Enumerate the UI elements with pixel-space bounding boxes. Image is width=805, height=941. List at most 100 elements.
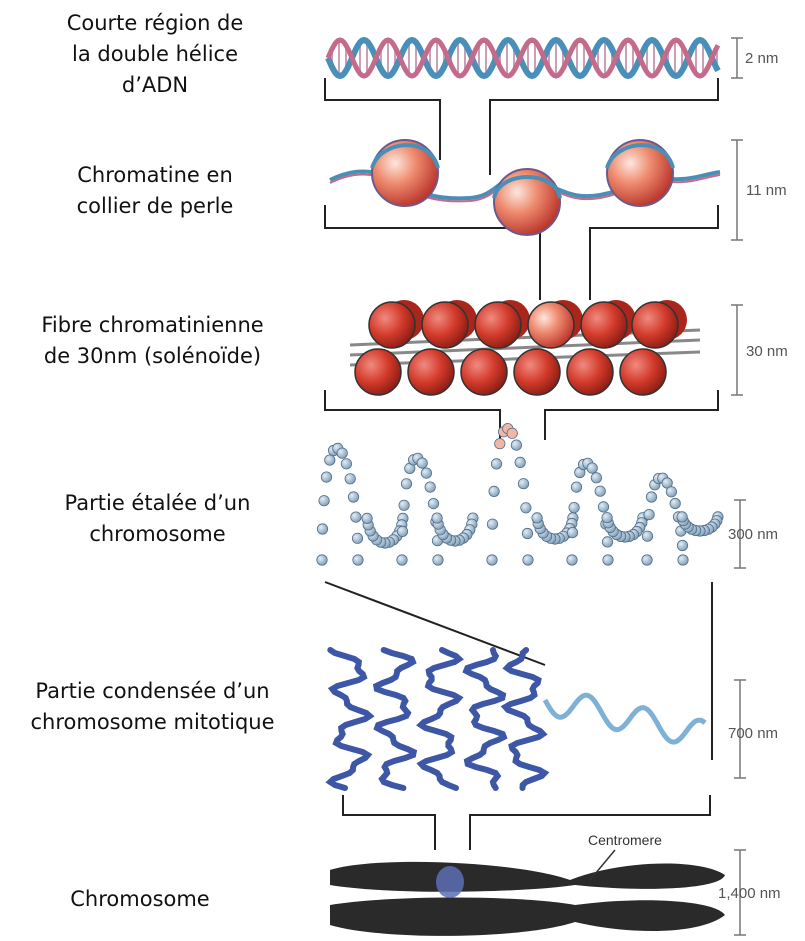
chromatin-bead [666, 487, 676, 497]
chromatin-bead [352, 533, 362, 543]
coiled-fiber [376, 650, 413, 788]
connector-fiber-right [545, 390, 718, 440]
chromatin-bead [495, 439, 505, 449]
chromatin-bead [598, 502, 608, 512]
centromere-label: Centromere [588, 832, 662, 848]
chromatin-bead [507, 428, 517, 438]
chromatin-bead [401, 479, 411, 489]
condensed-chromatin [330, 650, 705, 788]
chromatin-bead [521, 503, 531, 513]
chromatin-bead [428, 498, 438, 508]
chromatin-bead [399, 500, 409, 510]
chromatin-bead [417, 458, 427, 468]
chromatin-bead [678, 555, 688, 565]
nucleosome [422, 302, 468, 348]
chromatin-bead [602, 537, 612, 547]
solenoid-fiber [350, 300, 700, 395]
scale-text-300nm: 300 nm [728, 526, 778, 543]
chromatin-bead [569, 502, 579, 512]
nucleosome [567, 349, 613, 395]
scale-bar-11nm [731, 140, 743, 240]
chromatin-bead [325, 455, 335, 465]
chromatid-top [330, 862, 725, 892]
chromatin-bead [642, 555, 652, 565]
chromatin-bead [491, 459, 501, 469]
coiled-fiber [466, 650, 504, 788]
scale-text-2nm: 2 nm [745, 50, 778, 67]
chromatin-bead [523, 555, 533, 565]
chromatin-bead [425, 482, 435, 492]
scale-text-11nm: 11 nm [746, 182, 787, 199]
chromatin-bead [515, 457, 525, 467]
chromatin-bead [532, 513, 542, 523]
chromatin-bead [421, 468, 431, 478]
chromatin-bead [522, 528, 532, 538]
nucleosome [632, 302, 678, 348]
chromatid-bottom [330, 898, 725, 936]
coiled-fiber [330, 650, 369, 788]
nucleosome [620, 349, 666, 395]
connector-spread-left [325, 582, 545, 665]
unfolding-fiber [545, 695, 705, 742]
nucleosome [528, 302, 574, 348]
chromatin-bead [511, 440, 521, 450]
scale-text-700nm: 700 nm [728, 725, 778, 742]
chromatin-bead [317, 524, 327, 534]
chromatin-bead [487, 519, 497, 529]
chromatin-bead [397, 555, 407, 565]
chromatin-bead [603, 555, 613, 565]
chromatin-bead [677, 540, 687, 550]
scale-bars [731, 38, 746, 935]
connector-helix-right [490, 78, 718, 175]
chromatin-bead [591, 473, 601, 483]
nucleosome [369, 302, 415, 348]
chromatin-bead [587, 463, 597, 473]
highlighted-region [436, 866, 464, 898]
coiled-fiber [421, 650, 459, 788]
chromatin-bead [321, 472, 331, 482]
beads-on-string [330, 140, 720, 235]
chromatin-bead [317, 555, 327, 565]
nucleosome [475, 302, 521, 348]
chromatin-bead [397, 526, 407, 536]
chromatin-bead [319, 496, 329, 506]
nucleosome [408, 349, 454, 395]
chromatin-bead [644, 509, 654, 519]
nucleosome [355, 349, 401, 395]
dna-double-helix [328, 40, 718, 76]
connector-beads-right [590, 205, 718, 300]
chromatin-bead [337, 448, 347, 458]
chromatin-bead [571, 482, 581, 492]
chromatin-bead [646, 492, 656, 502]
chromatin-bead [362, 513, 372, 523]
chromatin-bead [567, 555, 577, 565]
extended-chromatin-loops [317, 423, 723, 565]
scale-text-1400nm: 1,400 nm [718, 885, 781, 902]
nucleosome [514, 349, 560, 395]
chromatin-bead [432, 513, 442, 523]
chromatin-bead [489, 486, 499, 496]
connector-fiber-left [325, 390, 500, 440]
chromatin-bead [595, 486, 605, 496]
chromatin-bead [341, 459, 351, 469]
connector-cond-left [343, 795, 435, 850]
nucleosome [581, 302, 627, 348]
chromatin-bead [345, 474, 355, 484]
scale-bar-30nm [731, 305, 743, 395]
chromatin-bead [353, 555, 363, 565]
nucleosome [461, 349, 507, 395]
chromatin-bead [642, 531, 652, 541]
chromatin-bead [677, 512, 687, 522]
scale-bar-2nm [731, 38, 743, 78]
chromatin-bead [433, 555, 443, 565]
scale-text-30nm: 30 nm [746, 343, 788, 360]
chromatin-bead [670, 498, 680, 508]
coiled-fiber [505, 650, 544, 788]
chromatin-bead [518, 479, 528, 489]
chromatin-bead [487, 555, 497, 565]
chromatin-bead [351, 512, 361, 522]
chromatin-bead [348, 492, 358, 502]
mitotic-chromosome [330, 862, 725, 936]
chromatin-bead [567, 527, 577, 537]
